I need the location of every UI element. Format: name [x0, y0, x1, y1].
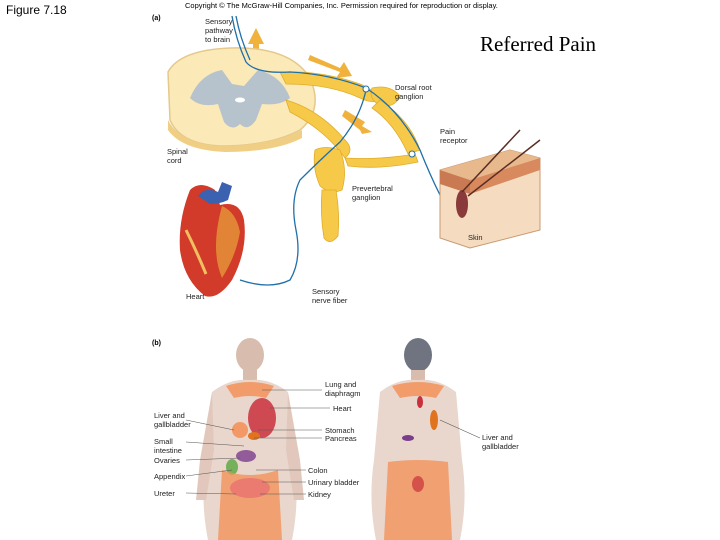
label-appendix: Appendix [154, 472, 186, 481]
label-liver-gallbladder-right: Liver and gallbladder [482, 433, 519, 451]
label-colon: Colon [308, 466, 328, 475]
label-dorsal-root-ganglion: Dorsal root ganglion [395, 83, 432, 101]
label-sensory-nerve-fiber: Sensory nerve fiber [312, 287, 348, 305]
label-small-intestine: Small intestine [154, 437, 182, 455]
label-urinary-bladder: Urinary bladder [308, 478, 360, 487]
label-prevertebral-ganglion: Prevertebral ganglion [352, 184, 393, 202]
label-ovaries: Ovaries [154, 456, 180, 465]
skin-block [439, 129, 541, 249]
slide-title: Referred Pain [480, 32, 597, 56]
label-stomach: Stomach [325, 426, 355, 435]
label-kidney: Kidney [308, 490, 331, 499]
up-arrow-top [248, 28, 264, 60]
spinal-nerves [279, 71, 421, 242]
label-heart-a: Heart [186, 292, 205, 301]
label-skin: Skin [468, 233, 483, 242]
label-ureter: Ureter [154, 489, 175, 498]
label-spinal-cord: Spinal cord [167, 147, 188, 165]
arrow-right-2 [342, 110, 372, 134]
label-pain-receptor: Pain receptor [440, 127, 468, 145]
arrow-right-1 [308, 55, 352, 78]
label-lung-diaphragm: Lung and diaphragm [325, 380, 361, 398]
label-pancreas: Pancreas [325, 434, 357, 443]
spinal-cord-section [167, 47, 316, 152]
upward-arrows [248, 28, 372, 134]
leader-lines [185, 389, 481, 495]
front-body-figure [196, 338, 304, 540]
figure-number: Figure 7.18 [6, 3, 67, 17]
heart-illustration [179, 182, 245, 297]
back-body-figure [371, 338, 465, 540]
copyright-notice: Copyright © The McGraw-Hill Companies, I… [185, 1, 498, 10]
label-sensory-pathway: Sensory pathway to brain [205, 17, 233, 44]
label-heart-b: Heart [333, 404, 352, 413]
panel-b-label: (b) [152, 340, 161, 347]
panel-a-label: (a) [152, 15, 161, 22]
label-liver-gallbladder-left: Liver and gallbladder [154, 411, 191, 429]
